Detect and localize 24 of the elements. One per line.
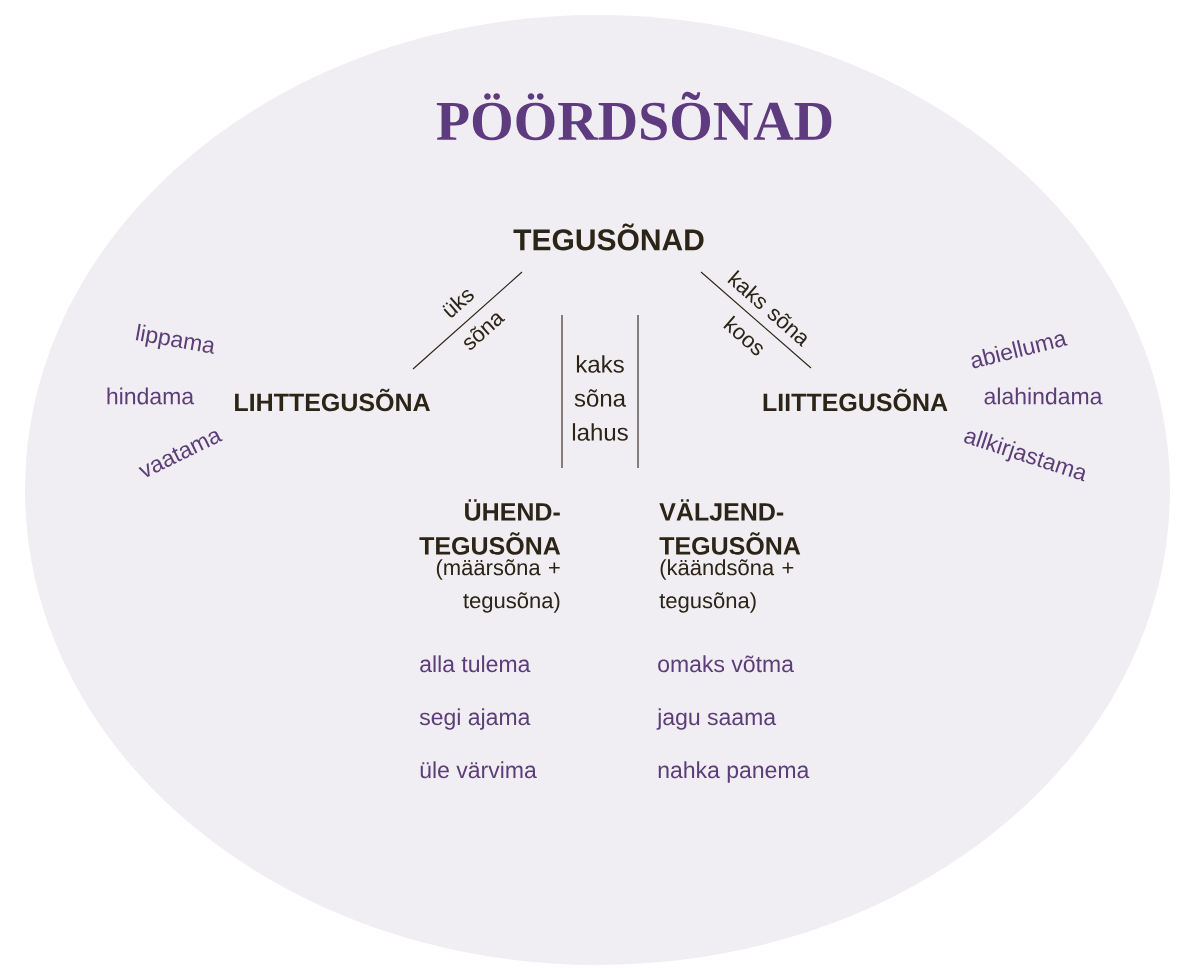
example-word: abielluma <box>971 334 1068 369</box>
example-word: üle värvima <box>420 761 537 779</box>
category-label: TEGUSÕNAD <box>513 223 704 251</box>
category-label: VÄLJEND- TEGUSÕNA <box>659 499 801 555</box>
example-word: hindama <box>107 387 195 405</box>
category-label: LIHTTEGUSÕNA <box>235 388 430 412</box>
line-label: kaks sõna lahus <box>572 355 628 441</box>
example-word: omaks võtma <box>658 655 794 673</box>
example-word: alla tulema <box>420 655 531 673</box>
category-label: ÜHEND- TEGUSÕNA <box>419 499 561 555</box>
example-word: jagu saama <box>656 708 777 730</box>
connector-line <box>412 271 523 370</box>
category-label: LIITTEGUSÕNA <box>763 388 948 412</box>
connector-line <box>700 271 812 369</box>
connector-line <box>637 314 639 469</box>
connector-line <box>561 314 563 469</box>
example-word: segi ajama <box>419 708 531 730</box>
edge-label: üks sõna <box>442 289 506 350</box>
formula-note: (määrsõna + tegusõna) <box>436 559 560 613</box>
example-word: nahka panema <box>658 761 810 783</box>
title: PÖÖRDSÕNAD <box>436 91 832 141</box>
example-word: lippama <box>135 323 214 354</box>
formula-note: (käändsõna + tegusõna) <box>659 559 794 613</box>
example-word: alahindama <box>984 387 1103 405</box>
